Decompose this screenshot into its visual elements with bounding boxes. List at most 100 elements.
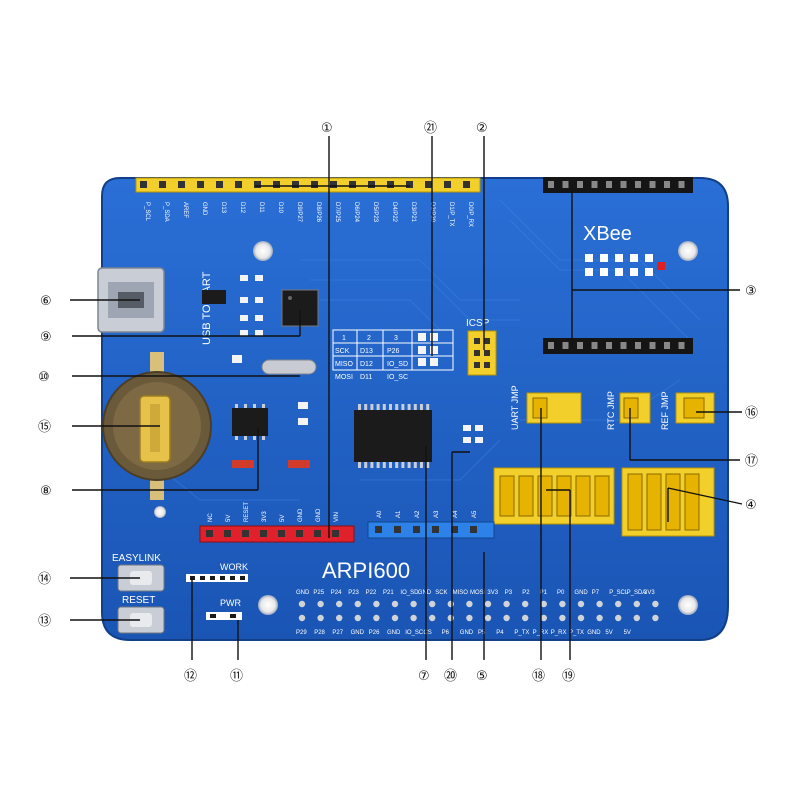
pi-header-pin	[577, 614, 585, 622]
header-pin	[314, 530, 321, 537]
io-table-cell: MISO	[335, 361, 353, 368]
pi-header-top-label: P25	[313, 590, 324, 596]
callout-15: ⑮	[38, 420, 51, 435]
rtc-chip	[232, 408, 268, 436]
icsp-header	[467, 330, 497, 376]
header-pin	[197, 181, 204, 188]
ic-pin	[370, 404, 374, 410]
pi-header-pin	[652, 600, 659, 608]
pi-header-top-label: P1	[540, 590, 548, 596]
pi-header-pin	[429, 600, 436, 608]
xbee-pin	[678, 181, 685, 188]
pi-header-bottom-label: P4	[496, 630, 504, 636]
power-header-pin-label: 5V	[226, 515, 232, 522]
usb-to-uart-label: USB TO UART	[201, 271, 213, 345]
io-table-cell: D12	[360, 361, 373, 368]
pi-header-pin	[522, 614, 529, 622]
pi-header-pin	[336, 600, 343, 608]
callout-21: ㉑	[424, 121, 437, 136]
io-table-cell: MOSI	[335, 374, 353, 381]
pwr-label: PWR	[220, 598, 241, 608]
callout-9: ⑨	[40, 330, 52, 345]
pi-header-pin	[298, 614, 306, 622]
pi-header-top-label: GND	[574, 590, 588, 596]
top-header-pin-label: GND	[201, 202, 207, 216]
ic-pin	[382, 462, 386, 468]
header-pin	[413, 526, 420, 533]
xbee-pin	[664, 342, 670, 349]
header-pin	[330, 181, 337, 188]
header-pin	[242, 530, 249, 537]
pi-header-pin	[540, 614, 547, 622]
pi-header-pin	[633, 600, 640, 608]
pi-header-pin	[503, 600, 510, 608]
main-ic	[354, 410, 432, 462]
smd-components	[202, 275, 263, 336]
io-table-cell: D11	[360, 374, 372, 381]
callout-16: ⑯	[745, 406, 758, 421]
xbee-pin	[591, 342, 598, 349]
pi-header-pin	[410, 600, 417, 608]
uart-jumper-cap	[532, 397, 548, 419]
top-header-pin-label: D0/P_RX	[467, 202, 473, 227]
smd-components	[463, 425, 483, 443]
xbee-pin	[620, 181, 627, 188]
pi-header-top-label: SCK	[435, 590, 447, 596]
pi-header-bottom-label: 5V	[624, 630, 631, 636]
analog-header-pin-label: A5	[472, 510, 478, 518]
mount-hole	[258, 595, 278, 615]
pi-header-bottom-label: P5	[478, 630, 486, 636]
xbee-pin	[620, 342, 627, 349]
callout-6: ⑥	[40, 294, 52, 309]
pi-header-top-label: P2	[522, 590, 530, 596]
pi-header-top-label: P24	[331, 590, 342, 596]
top-header-pin-label: D11	[258, 202, 264, 213]
callout-7: ⑦	[418, 669, 430, 684]
pi-header-pin	[317, 600, 324, 608]
xbee-pin	[548, 181, 554, 188]
xbee-pin	[635, 181, 641, 188]
easylink-label: EASYLINK	[112, 553, 161, 564]
ic-pin	[420, 404, 423, 410]
mount-hole-small	[154, 506, 166, 518]
analog-header-pin-label: A1	[396, 510, 402, 518]
io-table-cell: P26	[387, 348, 400, 355]
callout-3: ③	[745, 284, 757, 299]
pi-header-pin	[596, 600, 603, 608]
xbee-pin	[664, 181, 670, 188]
power-header-pin-label: 3V3	[262, 511, 268, 522]
xbee-pin	[577, 342, 583, 349]
raspberry-pi-header	[298, 600, 659, 622]
top-header-pin-label: D1/P_TX	[448, 202, 454, 226]
pi-header-top-label: 3V3	[644, 590, 655, 596]
io-table-cell: IO_SC	[387, 374, 408, 381]
pi-header-top-label: IO_SD	[400, 590, 419, 596]
pi-header-top-label: P3	[505, 590, 513, 596]
ic-pin	[401, 404, 405, 410]
xbee-pin	[577, 181, 583, 188]
mount-hole	[678, 241, 698, 261]
pi-header-top-label: MISO	[453, 590, 469, 596]
xbee-label: XBee	[583, 223, 632, 245]
ic-pin	[389, 462, 392, 468]
io-table-cell: IO_SD	[387, 361, 408, 368]
smd-components	[232, 355, 310, 468]
top-header-pin-label: D3/P21	[410, 202, 416, 223]
pi-header-pin	[373, 614, 380, 622]
ic-pin	[407, 462, 411, 468]
header-pin	[296, 530, 303, 537]
ic-pin	[389, 404, 392, 410]
pi-header-top-label: P22	[366, 590, 377, 596]
pi-header-top-label: P23	[348, 590, 359, 596]
ic-pin	[395, 462, 399, 468]
pi-header-pin	[410, 614, 417, 622]
xbee-pin	[562, 181, 569, 188]
power-header-pin-label: VIN	[334, 512, 340, 522]
mount-hole	[678, 595, 698, 615]
pi-header-top-label: GND	[296, 590, 310, 596]
ic-pin	[364, 404, 368, 410]
power-header-pin-label: 5V	[280, 515, 286, 522]
header-pin	[432, 526, 439, 533]
ic-pin	[358, 462, 361, 468]
